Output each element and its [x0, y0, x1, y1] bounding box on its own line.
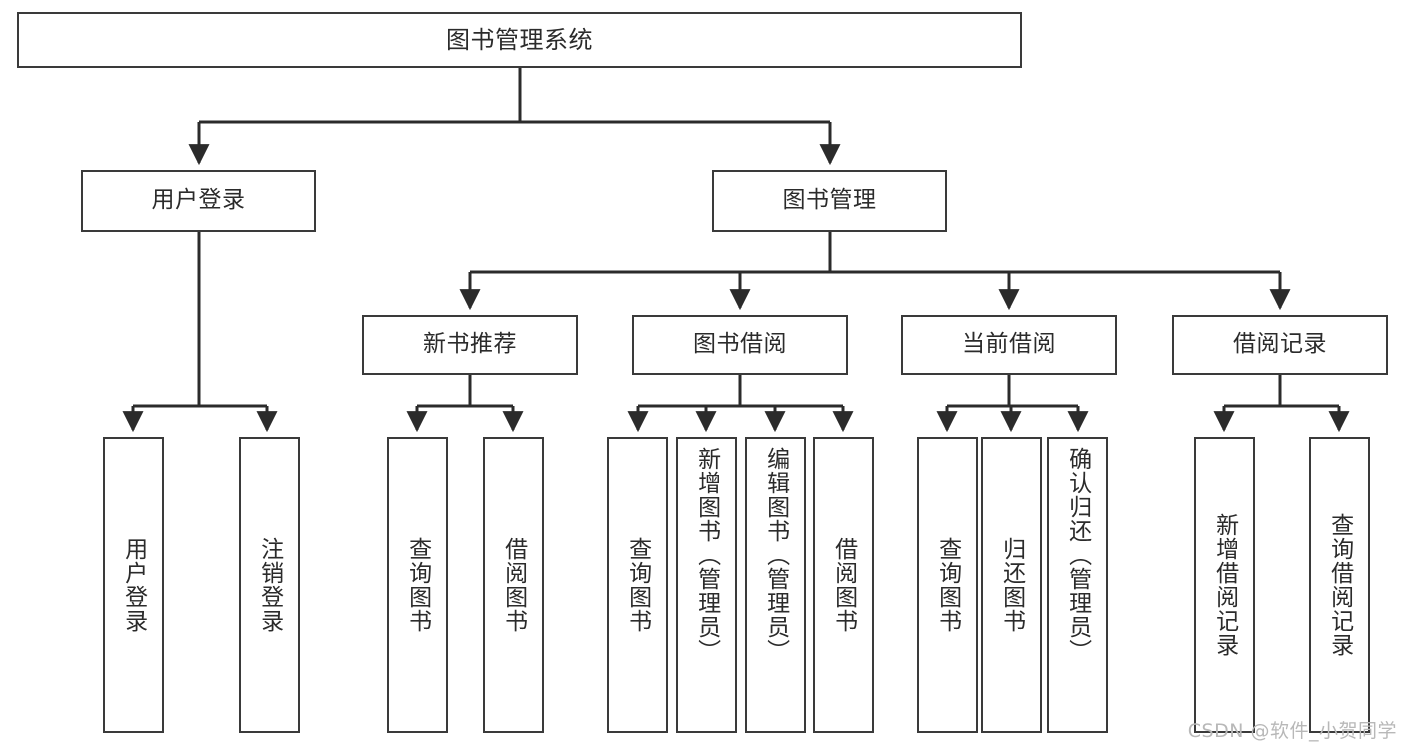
- node-current-borrowing[interactable]: 当前借阅: [901, 315, 1117, 375]
- node-label: 图书借阅: [693, 331, 787, 358]
- node-label: 图书管理: [782, 187, 877, 214]
- node-label: 归还图书: [998, 537, 1025, 633]
- node-label: 借阅图书: [830, 537, 857, 633]
- node-label: 注销登录: [256, 537, 283, 633]
- leaf-query-books-recommendation[interactable]: 查询图书: [387, 437, 448, 733]
- leaf-user-login[interactable]: 用户登录: [103, 437, 164, 733]
- leaf-confirm-return-admin[interactable]: 确认归还（管理员）: [1047, 437, 1108, 733]
- node-label: 查询图书: [624, 537, 651, 633]
- node-label: 借阅记录: [1233, 331, 1327, 358]
- node-label: 新书推荐: [423, 331, 517, 358]
- node-label: 确认归还（管理员）: [1064, 447, 1091, 663]
- node-label: 查询图书: [404, 537, 431, 633]
- leaf-query-books-borrowing[interactable]: 查询图书: [607, 437, 668, 733]
- node-label: 新增图书（管理员）: [693, 447, 720, 663]
- leaf-borrow-books-borrowing[interactable]: 借阅图书: [813, 437, 874, 733]
- node-label: 编辑图书（管理员）: [762, 447, 789, 663]
- node-label: 查询借阅记录: [1326, 513, 1353, 657]
- node-label: 查询图书: [934, 537, 961, 633]
- leaf-logout[interactable]: 注销登录: [239, 437, 300, 733]
- watermark-text: CSDN @软件_小贺同学: [1187, 720, 1397, 742]
- node-borrowing-records[interactable]: 借阅记录: [1172, 315, 1388, 375]
- node-label: 用户登录: [120, 537, 147, 633]
- leaf-add-borrowing-record[interactable]: 新增借阅记录: [1194, 437, 1255, 733]
- node-label: 图书管理系统: [446, 25, 593, 54]
- node-user-login[interactable]: 用户登录: [81, 170, 316, 232]
- leaf-return-books[interactable]: 归还图书: [981, 437, 1042, 733]
- node-label: 用户登录: [151, 187, 246, 214]
- node-new-book-recommendation[interactable]: 新书推荐: [362, 315, 578, 375]
- node-book-borrowing[interactable]: 图书借阅: [632, 315, 848, 375]
- node-label: 当前借阅: [962, 331, 1056, 358]
- node-book-management[interactable]: 图书管理: [712, 170, 947, 232]
- leaf-add-book-admin[interactable]: 新增图书（管理员）: [676, 437, 737, 733]
- node-label: 新增借阅记录: [1211, 513, 1238, 657]
- leaf-query-books-current[interactable]: 查询图书: [917, 437, 978, 733]
- leaf-query-borrowing-record[interactable]: 查询借阅记录: [1309, 437, 1370, 733]
- node-label: 借阅图书: [500, 537, 527, 633]
- leaf-borrow-books-recommendation[interactable]: 借阅图书: [483, 437, 544, 733]
- leaf-edit-book-admin[interactable]: 编辑图书（管理员）: [745, 437, 806, 733]
- node-book-management-system[interactable]: 图书管理系统: [17, 12, 1022, 68]
